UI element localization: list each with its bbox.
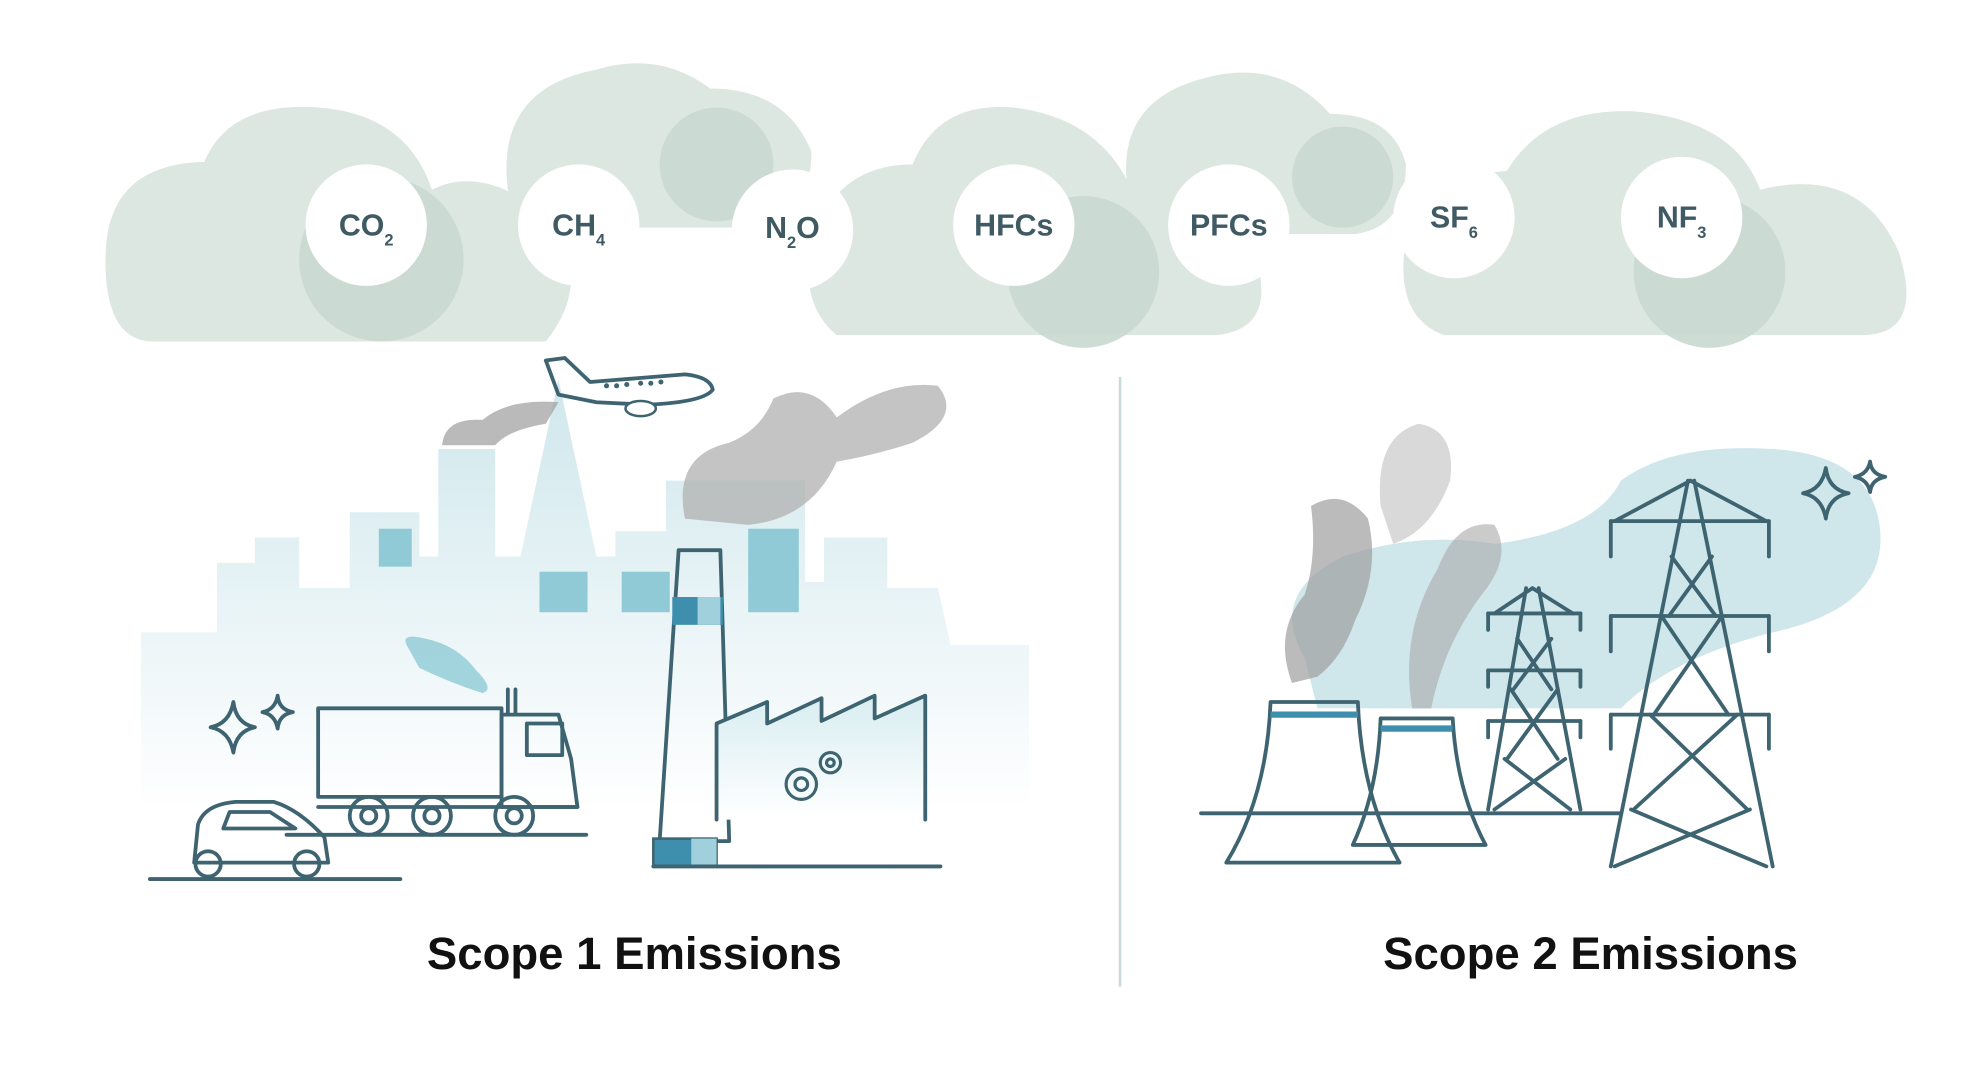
gas-n2o: N2O [731,169,854,291]
gas-nf3: NF3 [1620,156,1743,279]
factory-building [651,693,943,869]
scope2-scene [1199,423,1888,869]
truck-icon [284,687,589,837]
sparkle-icon [1801,459,1888,521]
smoke-plume [442,401,559,446]
svg-text:SF6: SF6 [1430,202,1478,242]
gas-sf6: SF6 [1393,156,1515,279]
svg-text:N2O: N2O [765,212,820,252]
svg-text:CO2: CO2 [339,209,394,249]
sparkle-icon [208,693,295,755]
gear-icon [784,751,843,801]
gas-ch4: CH4 [517,164,640,286]
scope1-title: Scope 1 Emissions [427,928,842,979]
svg-text:HFCs: HFCs [974,209,1053,242]
car-icon [148,800,403,881]
gas-pfcs: PFCs [1168,164,1290,286]
smoke-plume [682,384,947,525]
scope2-title: Scope 2 Emissions [1383,928,1798,979]
power-pylon-small [1486,586,1583,812]
smoke-plume [1409,524,1502,709]
svg-text:CH4: CH4 [552,209,606,249]
gas-co2: CO2 [305,164,427,286]
gas-hfcs: HFCs [953,164,1075,286]
cooling-tower [1350,716,1488,847]
airplane-icon [543,356,715,418]
smoke-plume [1284,498,1373,684]
factory-chimney [652,548,732,868]
power-pylon-large [1608,478,1775,869]
smoke-plume [1379,423,1452,544]
svg-text:NF3: NF3 [1657,202,1707,242]
cooling-tower [1224,700,1402,865]
truck-smoke [405,636,488,694]
scope1-scene [141,356,1029,881]
svg-text:PFCs: PFCs [1190,209,1268,242]
